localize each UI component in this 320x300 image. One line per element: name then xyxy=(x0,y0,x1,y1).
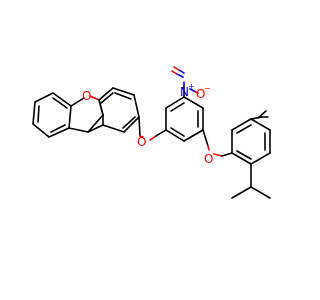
isopropyl-substituent xyxy=(231,163,271,199)
nitro-nitrogen-charge: + xyxy=(188,82,195,91)
nitro-nitrogen-label: N xyxy=(180,85,189,99)
ether-linkage-1: O xyxy=(137,116,167,149)
dibenzofuran-right-ring xyxy=(87,87,140,133)
furan-oxygen-label: O xyxy=(82,89,91,103)
ether-oxygen-2-label: O xyxy=(204,152,213,166)
molecule-structure-diagram: O O xyxy=(32,66,271,199)
ether-linkage-2: O xyxy=(202,129,233,166)
isopropyl-methylphenyl-ring xyxy=(231,118,271,165)
nitro-oxygen-label: O xyxy=(196,87,205,101)
dibenzofuran-left-ring xyxy=(32,92,72,138)
methyl-substituent xyxy=(250,110,271,131)
dibenzofuran-furan-ring: O xyxy=(68,89,104,133)
nitro-group: N + O − xyxy=(171,66,211,101)
nitro-oxygen-charge: − xyxy=(204,84,211,93)
central-nitrophenyl-ring xyxy=(165,96,204,142)
ether-oxygen-1-label: O xyxy=(137,135,146,149)
